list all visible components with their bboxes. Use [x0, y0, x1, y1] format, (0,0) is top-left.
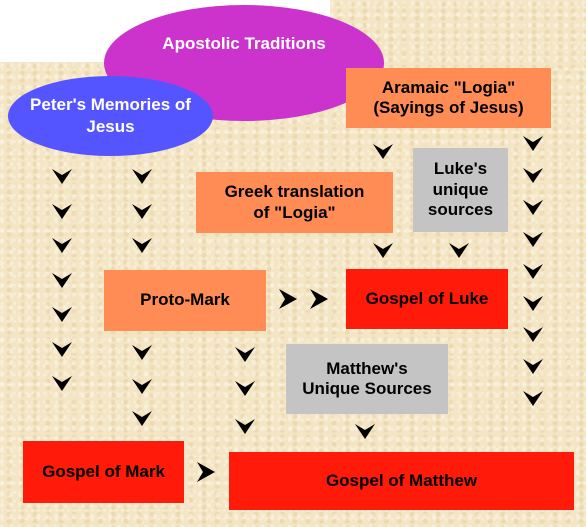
apostolic-traditions-label: Apostolic Traditions	[162, 34, 326, 53]
greek-translation-label: Greek translation of "Logia"	[224, 182, 365, 222]
proto-mark-label: Proto-Mark	[140, 290, 230, 310]
peters-memories-node: Peter's Memories of Jesus	[8, 76, 213, 156]
gospel-of-mark-node: Gospel of Mark	[23, 441, 184, 503]
gospel-of-matthew-label: Gospel of Matthew	[325, 470, 478, 490]
lukes-unique-sources-node: Luke's unique sources	[413, 148, 508, 232]
gospel-of-luke-label: Gospel of Luke	[365, 288, 489, 308]
matthews-unique-sources-label: Matthew's Unique Sources	[302, 358, 432, 398]
lukes-unique-sources-label: Luke's unique sources	[427, 159, 494, 220]
gospel-of-matthew-node: Gospel of Matthew	[229, 452, 574, 510]
gospel-of-luke-node: Gospel of Luke	[346, 269, 508, 329]
aramaic-logia-node: Aramaic "Logia" (Sayings of Jesus)	[346, 68, 551, 128]
aramaic-logia-label: Aramaic "Logia" (Sayings of Jesus)	[373, 77, 524, 117]
proto-mark-node: Proto-Mark	[104, 270, 266, 331]
peters-memories-label: Peter's Memories of Jesus	[30, 94, 191, 136]
matthews-unique-sources-node: Matthew's Unique Sources	[286, 344, 448, 414]
greek-translation-node: Greek translation of "Logia"	[196, 172, 393, 233]
gospel-of-mark-label: Gospel of Mark	[42, 461, 165, 481]
